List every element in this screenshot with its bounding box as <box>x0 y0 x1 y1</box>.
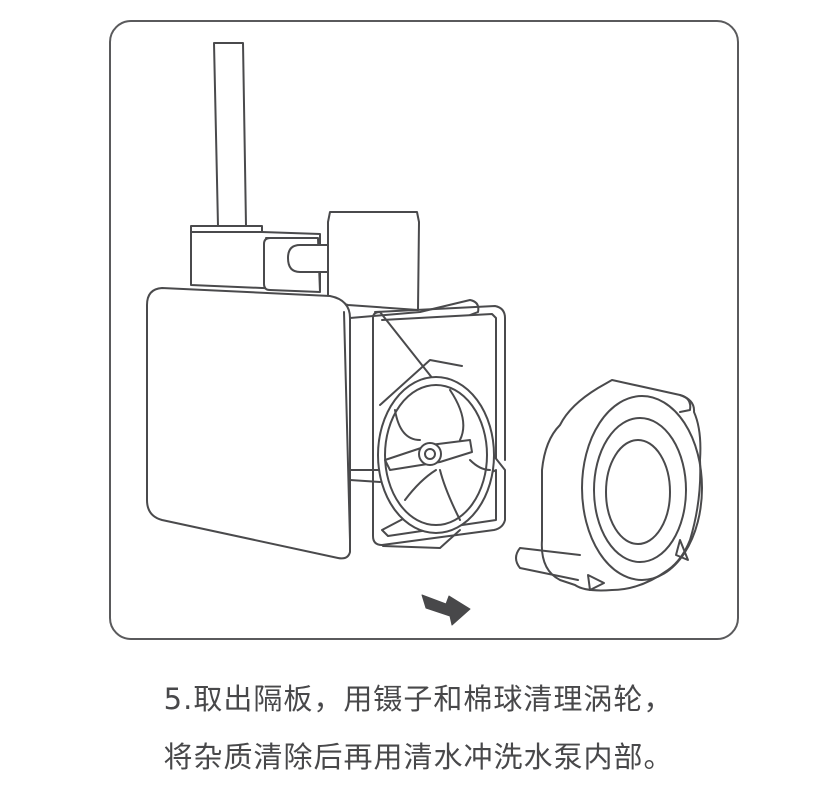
direction-arrow-icon <box>421 594 471 626</box>
impeller-cover-icon <box>515 379 703 592</box>
impeller-icon <box>377 376 495 534</box>
caption-line-2: 将杂质清除后再用清水冲洗水泵内部。 <box>163 740 674 774</box>
outlet-pipe-icon <box>213 42 247 227</box>
pump-illustration <box>146 42 703 626</box>
caption-line-1: 5.取出隔板，用镊子和棉球清理涡轮， <box>163 682 674 716</box>
pump-top-housing-icon <box>190 211 420 311</box>
pump-body-icon <box>146 287 480 560</box>
